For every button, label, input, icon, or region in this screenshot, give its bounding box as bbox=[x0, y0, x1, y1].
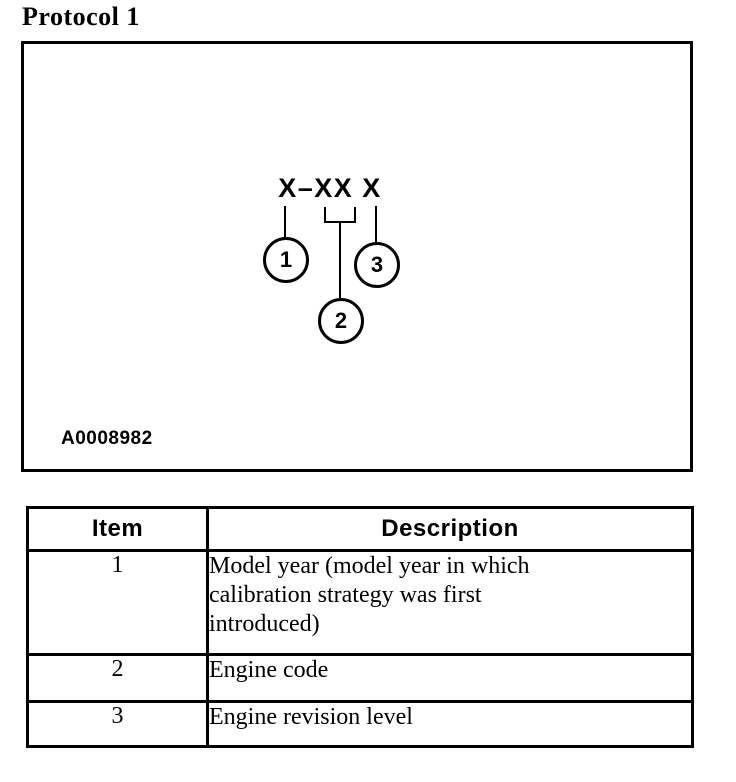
figure-id-label: A0008982 bbox=[61, 428, 153, 449]
item-description-cell: Engine code bbox=[206, 653, 694, 703]
callout-bracket-2 bbox=[324, 207, 356, 223]
page-title: Protocol 1 bbox=[22, 2, 140, 31]
callout-number-2: 2 bbox=[334, 308, 348, 333]
callout-leader-line-2 bbox=[339, 222, 341, 299]
callout-number-3: 3 bbox=[370, 252, 384, 277]
item-description-cell: Model year (model year in which calibrat… bbox=[206, 549, 694, 656]
item-number-cell: 1 bbox=[26, 549, 209, 656]
column-header-item: Item bbox=[26, 506, 209, 552]
table-row: 2 Engine code bbox=[26, 653, 694, 703]
callout-number-1: 1 bbox=[279, 247, 293, 272]
column-header-description: Description bbox=[206, 506, 694, 552]
calibration-code-text: X–XX X bbox=[278, 173, 382, 203]
table-row: 1 Model year (model year in which calibr… bbox=[26, 549, 694, 656]
item-number-cell: 2 bbox=[26, 653, 209, 703]
table-header-row: Item Description bbox=[26, 506, 694, 552]
callout-leader-line-1 bbox=[284, 206, 286, 238]
item-description-table: Item Description 1 Model year (model yea… bbox=[26, 506, 694, 748]
item-number-cell: 3 bbox=[26, 700, 209, 748]
callout-leader-line-3 bbox=[375, 206, 377, 243]
table-row: 3 Engine revision level bbox=[26, 700, 694, 748]
callout-circle-2: 2 bbox=[318, 298, 364, 344]
callout-circle-1: 1 bbox=[263, 237, 309, 283]
callout-circle-3: 3 bbox=[354, 242, 400, 288]
item-description-cell: Engine revision level bbox=[206, 700, 694, 748]
calibration-code-diagram: X–XX X 1 2 3 A0008982 bbox=[21, 41, 693, 472]
